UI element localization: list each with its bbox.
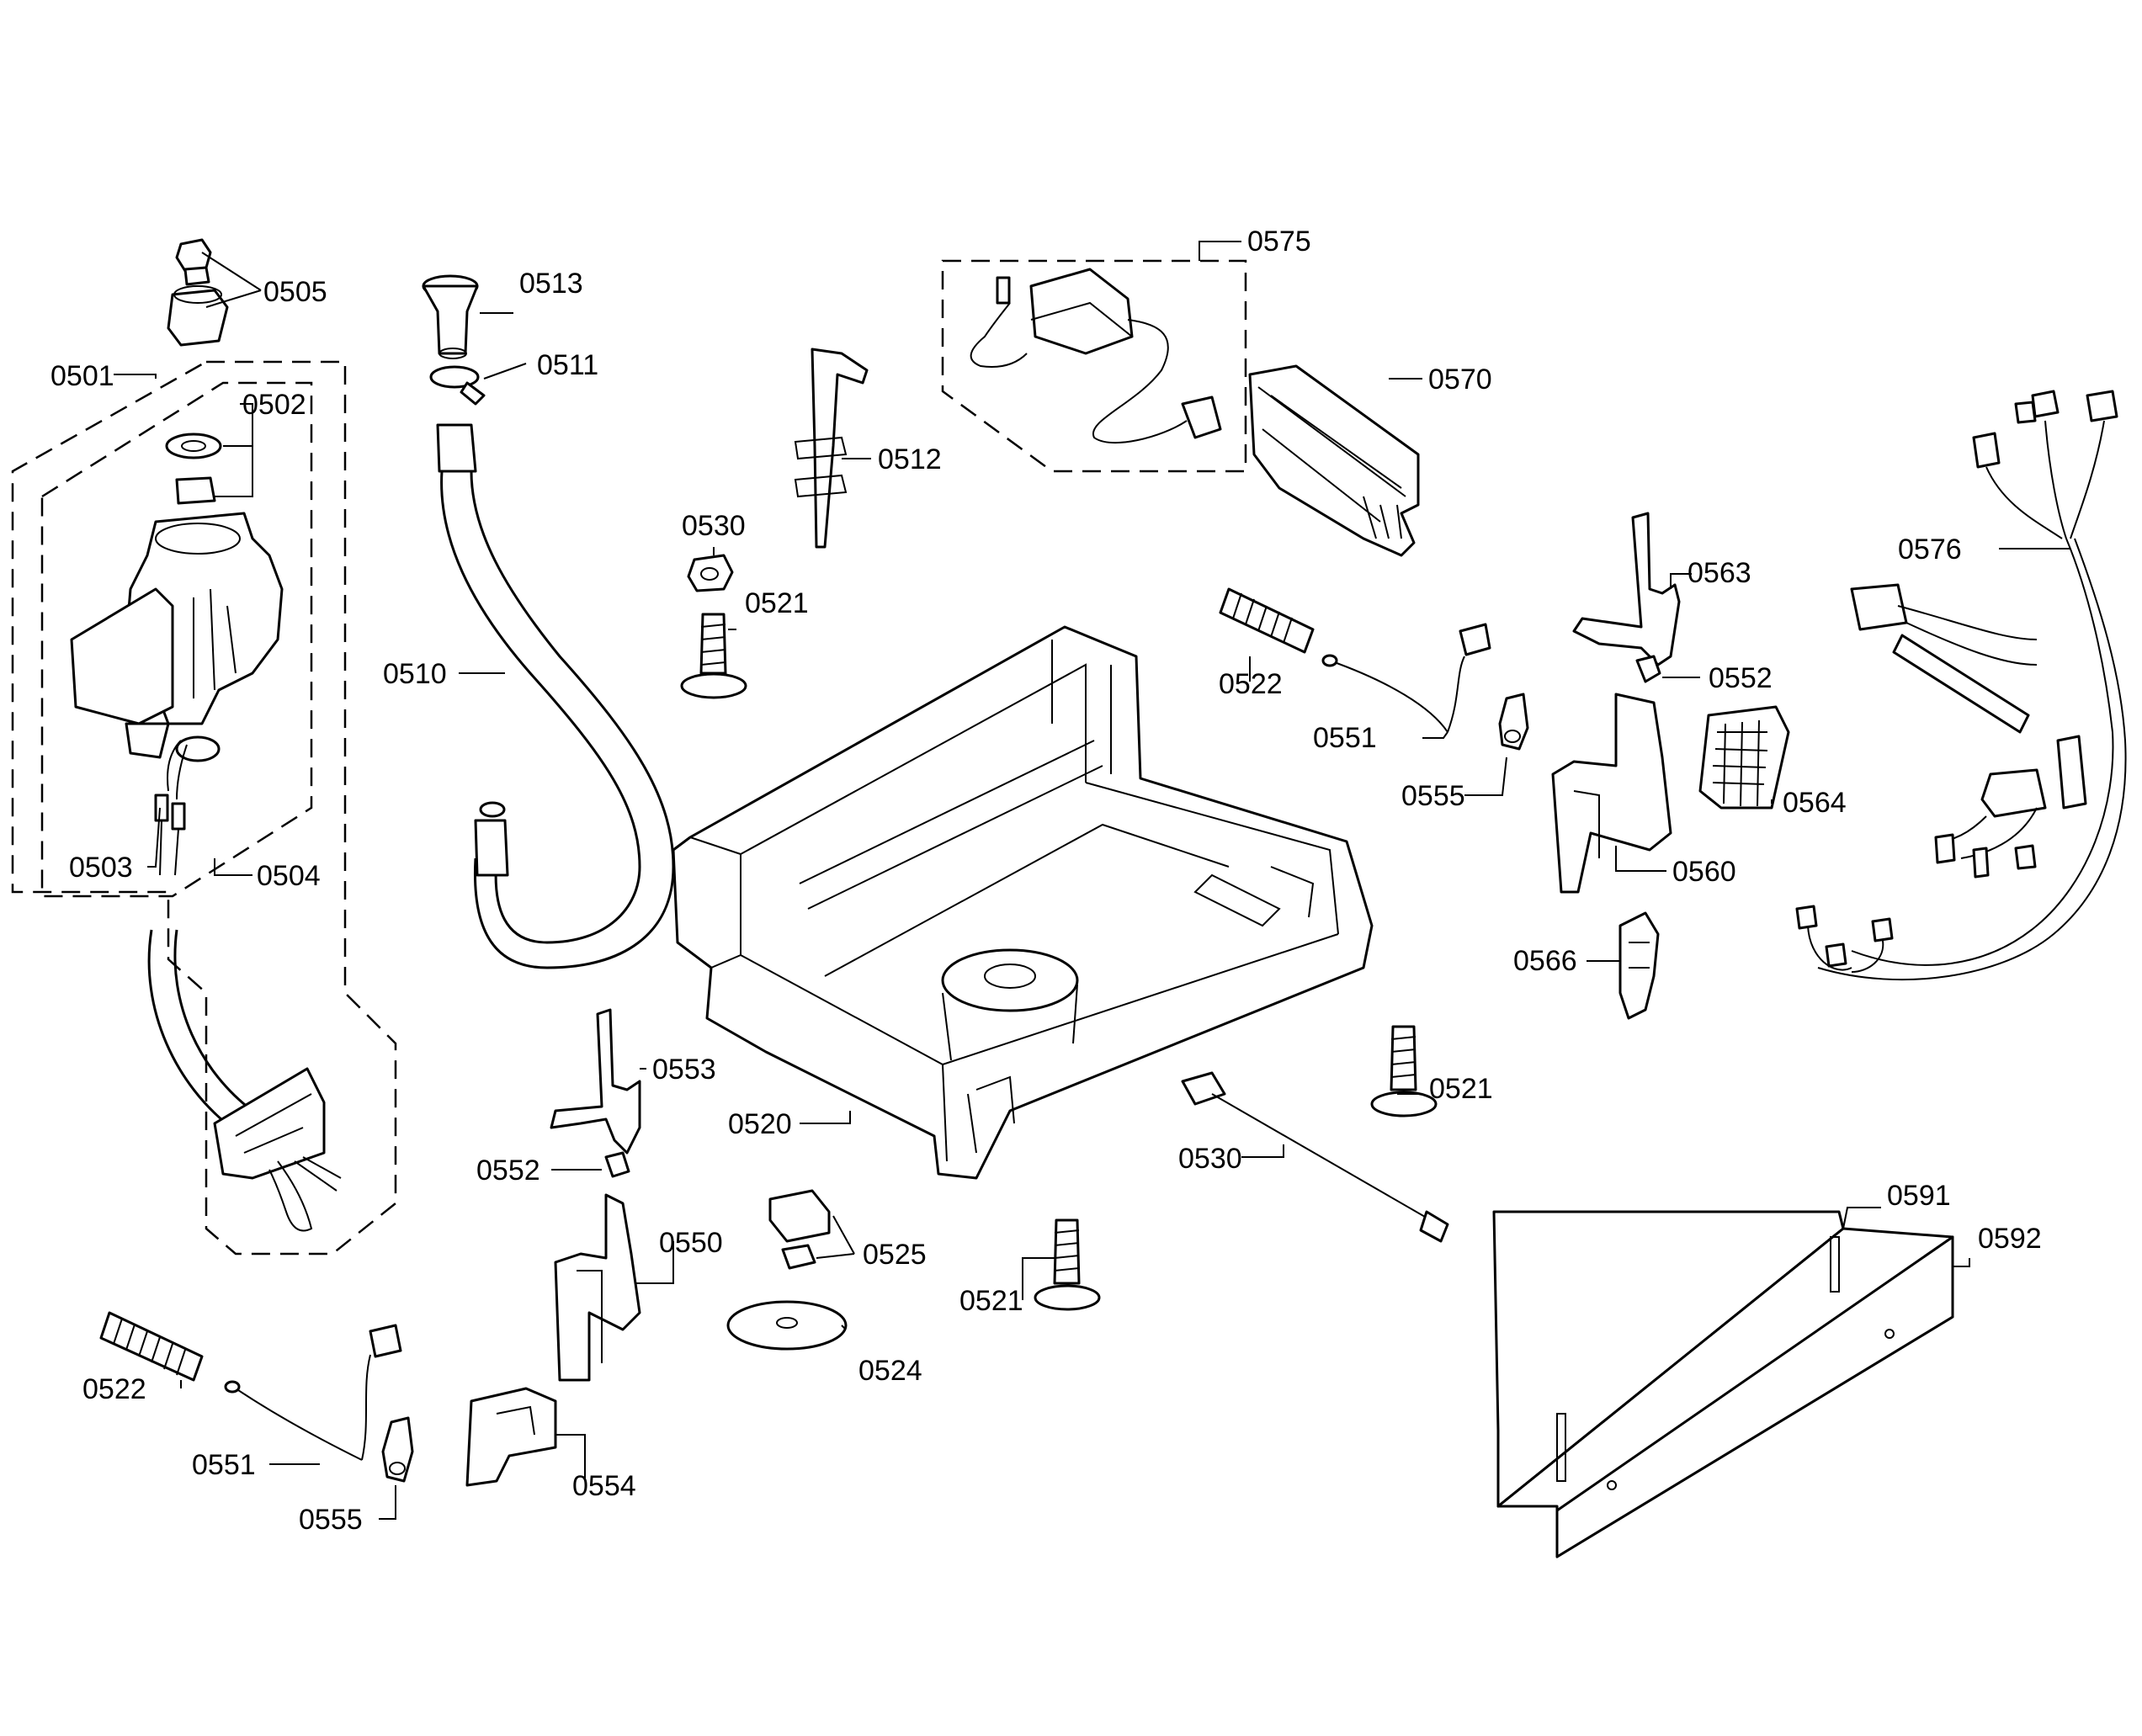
nut-0530a: [687, 554, 734, 592]
pressure-sensor-0575: [970, 268, 1222, 444]
label-0560: 0560: [1672, 856, 1736, 888]
label-0575: 0575: [1247, 226, 1311, 257]
inlet-hose-0504: [147, 929, 342, 1232]
spring-0522b: [99, 1311, 204, 1382]
clip-0555b: [381, 1416, 414, 1483]
leader-lines: [114, 241, 2070, 1520]
guide-rail-0512: [794, 348, 869, 549]
label-0520: 0520: [728, 1108, 792, 1140]
control-module-0570: [1248, 364, 1420, 557]
switch-0525: [768, 1189, 831, 1270]
label-0592: 0592: [1978, 1223, 2042, 1255]
spring-0522a: [1219, 587, 1315, 654]
part-labels: 0505 0513 0575 0501 0502 0511 0570 0512 …: [50, 226, 2042, 1536]
drain-hose-0510: [436, 423, 675, 969]
wiring-harness-0576: [1795, 390, 2127, 981]
label-0550: 0550: [659, 1227, 723, 1259]
bracket-0550: [554, 1193, 641, 1382]
fill-valve-body: [70, 512, 284, 876]
label-0511: 0511: [537, 349, 598, 381]
washer-0502: [165, 433, 222, 505]
label-0501: 0501: [50, 360, 114, 392]
hose-clamp-0511: [429, 365, 486, 406]
label-0563: 0563: [1688, 557, 1751, 589]
disc-0524: [726, 1300, 848, 1351]
leveling-foot-0521b: [1370, 1025, 1438, 1118]
label-0525: 0525: [863, 1239, 927, 1271]
fitting-0505: [167, 238, 229, 347]
label-0555-right: 0555: [1401, 780, 1465, 812]
label-0566: 0566: [1513, 945, 1577, 977]
label-0552-left: 0552: [476, 1155, 540, 1187]
sensor-cable-0551a: [1321, 623, 1491, 733]
label-0551-right: 0551: [1313, 722, 1377, 754]
leveling-foot-0521a: [680, 613, 747, 699]
label-0554: 0554: [572, 1470, 636, 1502]
label-0524: 0524: [858, 1355, 922, 1387]
label-0552-right: 0552: [1709, 662, 1773, 694]
label-0513: 0513: [519, 268, 583, 300]
assembly-boundary-0575: [941, 259, 1247, 473]
label-0521-bottom: 0521: [959, 1285, 1023, 1317]
assembly-boundary-0501: [11, 360, 397, 1256]
label-0504: 0504: [257, 860, 321, 892]
sensor-cable-0551b: [224, 1324, 402, 1461]
label-0530-nut: 0530: [682, 510, 746, 542]
label-0576: 0576: [1898, 534, 1962, 565]
valve-0566: [1618, 911, 1660, 1020]
bracket-0560: [1551, 693, 1672, 894]
label-0510: 0510: [383, 658, 447, 690]
label-0551-left: 0551: [192, 1449, 256, 1481]
label-0570: 0570: [1428, 364, 1492, 396]
label-0521-right: 0521: [1429, 1073, 1493, 1105]
leveling-foot-0521c: [1034, 1218, 1101, 1311]
cover-0554: [465, 1387, 557, 1487]
wire-guide-0564: [1698, 705, 1790, 810]
sleeve-0513: [422, 274, 479, 359]
label-0591: 0591: [1887, 1180, 1951, 1212]
label-0503: 0503: [69, 852, 133, 884]
base-tub-0520: [672, 625, 1374, 1180]
adjusting-rod-0530b: [1181, 1071, 1449, 1243]
bracket-0553: [550, 1008, 641, 1155]
label-0522-left: 0522: [82, 1373, 146, 1405]
clip-0552a: [1635, 655, 1661, 683]
label-0512: 0512: [878, 443, 942, 475]
label-0521-top: 0521: [745, 587, 809, 619]
assembly-boundary-0504: [40, 381, 313, 898]
bracket-0563: [1572, 512, 1681, 666]
label-0553: 0553: [652, 1054, 716, 1086]
clip-0552b: [604, 1151, 630, 1178]
label-0555-left: 0555: [299, 1504, 363, 1536]
label-0505: 0505: [263, 276, 327, 308]
label-0502: 0502: [242, 389, 306, 421]
label-0564: 0564: [1783, 787, 1847, 819]
label-0522-right: 0522: [1219, 668, 1283, 700]
label-0530-rod: 0530: [1178, 1143, 1242, 1175]
clip-0555a: [1498, 693, 1529, 751]
